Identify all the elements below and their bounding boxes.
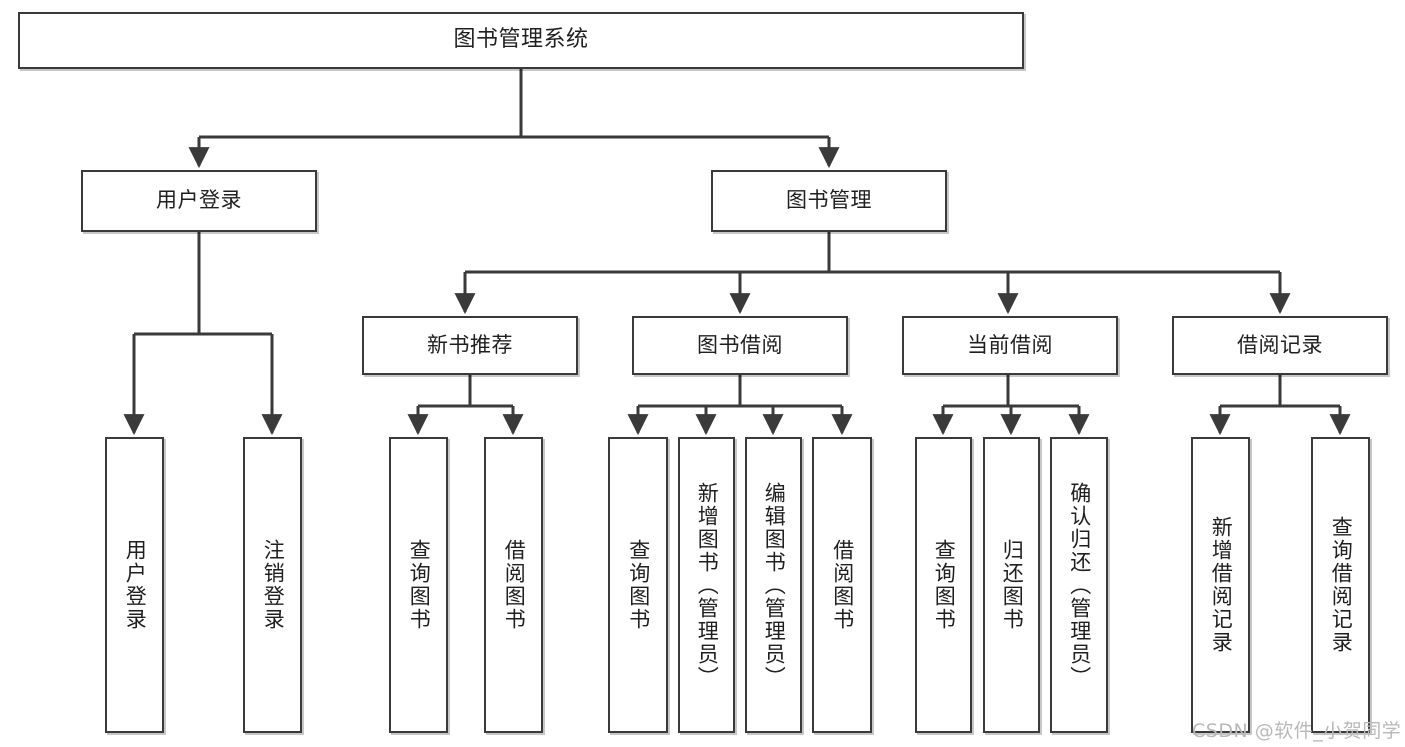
leaf-logout[interactable]: 注销登录 [243,437,302,733]
leaf-user-login[interactable]: 用户登录 [105,437,164,733]
leaf-bb-edit-book-admin[interactable]: 编辑图书（管理员） [745,437,802,733]
node-new-book-recommend[interactable]: 新书推荐 [362,316,578,375]
leaf-bb-add-book-admin-label: 新增图书（管理员） [695,481,720,689]
leaf-nb-borrow-book-label: 借阅图书 [502,539,527,631]
leaf-cb-return-book[interactable]: 归还图书 [983,437,1040,733]
node-book-management[interactable]: 图书管理 [711,170,947,232]
node-book-management-label: 图书管理 [786,188,872,213]
csdn-watermark: CSDN @软件_小贺同学 [1192,720,1402,742]
leaf-cb-return-book-label: 归还图书 [1000,539,1025,631]
node-user-login[interactable]: 用户登录 [81,170,317,232]
leaf-cb-query-book-label: 查询图书 [932,539,957,631]
leaf-nb-borrow-book[interactable]: 借阅图书 [484,437,543,733]
node-user-login-label: 用户登录 [156,188,242,213]
node-borrow-record-label: 借阅记录 [1237,332,1323,357]
node-book-borrow-label: 图书借阅 [697,332,783,357]
leaf-nb-query-book-label: 查询图书 [407,539,432,631]
node-book-borrow[interactable]: 图书借阅 [632,316,848,375]
node-current-borrow[interactable]: 当前借阅 [902,316,1118,375]
leaf-bb-add-book-admin[interactable]: 新增图书（管理员） [678,437,735,733]
leaf-cb-query-book[interactable]: 查询图书 [915,437,972,733]
leaf-bb-query-book-label: 查询图书 [626,539,651,631]
leaf-bb-query-book[interactable]: 查询图书 [608,437,668,733]
node-root-label: 图书管理系统 [453,27,589,53]
leaf-bb-edit-book-admin-label: 编辑图书（管理员） [762,481,787,689]
leaf-br-add-record-label: 新增借阅记录 [1209,516,1234,654]
leaf-bb-borrow-book-label: 借阅图书 [830,539,855,631]
node-root[interactable]: 图书管理系统 [18,12,1024,69]
leaf-logout-label: 注销登录 [261,539,286,631]
node-new-book-recommend-label: 新书推荐 [427,332,513,357]
leaf-br-query-record-label: 查询借阅记录 [1329,516,1354,654]
leaf-bb-borrow-book[interactable]: 借阅图书 [812,437,872,733]
leaf-br-add-record[interactable]: 新增借阅记录 [1191,437,1250,733]
leaf-br-query-record[interactable]: 查询借阅记录 [1311,437,1370,733]
leaf-cb-confirm-return-admin-label: 确认归还（管理员） [1067,481,1092,689]
node-borrow-record[interactable]: 借阅记录 [1172,316,1388,375]
leaf-user-login-label: 用户登录 [123,539,148,631]
node-current-borrow-label: 当前借阅 [967,332,1053,357]
leaf-nb-query-book[interactable]: 查询图书 [389,437,448,733]
leaf-cb-confirm-return-admin[interactable]: 确认归还（管理员） [1050,437,1108,733]
